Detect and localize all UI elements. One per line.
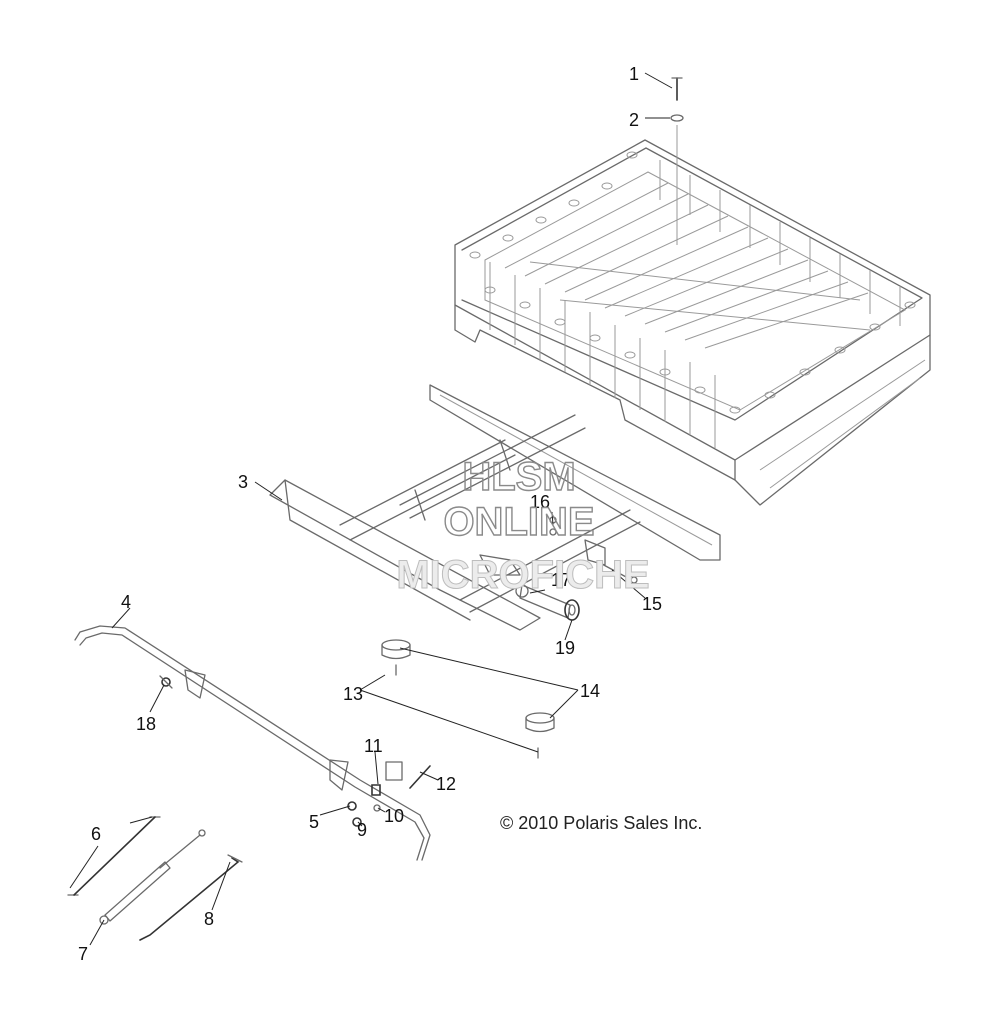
- watermark-line3: MICROFICHE: [396, 553, 649, 597]
- callout-15: 15: [642, 594, 662, 614]
- callout-8: 8: [204, 909, 214, 929]
- callout-10: 10: [384, 806, 404, 826]
- callout-18: 19: [555, 638, 575, 658]
- nut-9: [352, 817, 362, 827]
- pin-6: [67, 816, 161, 896]
- callout-6: 6: [91, 824, 101, 844]
- callout-11: 11: [364, 736, 383, 756]
- callout-9: 9: [357, 820, 367, 840]
- bushing: [564, 599, 580, 621]
- callout-12: 12: [436, 774, 456, 794]
- watermark-line1: HLSM: [462, 455, 575, 499]
- callout-7: 7: [78, 944, 88, 964]
- bumper-lower: [525, 712, 555, 759]
- frame: [269, 384, 721, 631]
- callout-13: 13: [343, 684, 363, 704]
- bolt: [671, 77, 683, 101]
- callout-2: 2: [629, 110, 639, 130]
- cable: [139, 854, 243, 941]
- callout-14: 14: [580, 681, 600, 701]
- clamp: [371, 761, 403, 812]
- leader-lines: [69, 72, 673, 946]
- callout-1: 1: [629, 64, 639, 84]
- nut-5: [347, 801, 357, 811]
- copyright-notice: © 2010 Polaris Sales Inc.: [500, 813, 702, 833]
- bumper-upper: [381, 639, 411, 676]
- washer: [670, 114, 684, 245]
- gas-strut: [99, 829, 206, 925]
- watermark: HLSM ONLINE MICROFICHE: [396, 454, 650, 597]
- callout-16: 16: [530, 492, 550, 512]
- watermark-line2: ONLINE: [443, 500, 594, 544]
- callout-4: 4: [121, 592, 131, 612]
- cargo-box: [454, 139, 931, 506]
- pin: [599, 562, 638, 584]
- clip: [159, 675, 173, 689]
- bolt-12: [409, 765, 431, 789]
- callout-labels: 1 2 3 4 5 6 7 8 9 10 11 12 13 14 15 16 1…: [78, 64, 662, 964]
- rail: [74, 625, 431, 861]
- callout-19: 18: [136, 714, 156, 734]
- callout-3: 3: [238, 472, 248, 492]
- callout-17: 17: [551, 570, 571, 590]
- callout-5: 5: [309, 812, 319, 832]
